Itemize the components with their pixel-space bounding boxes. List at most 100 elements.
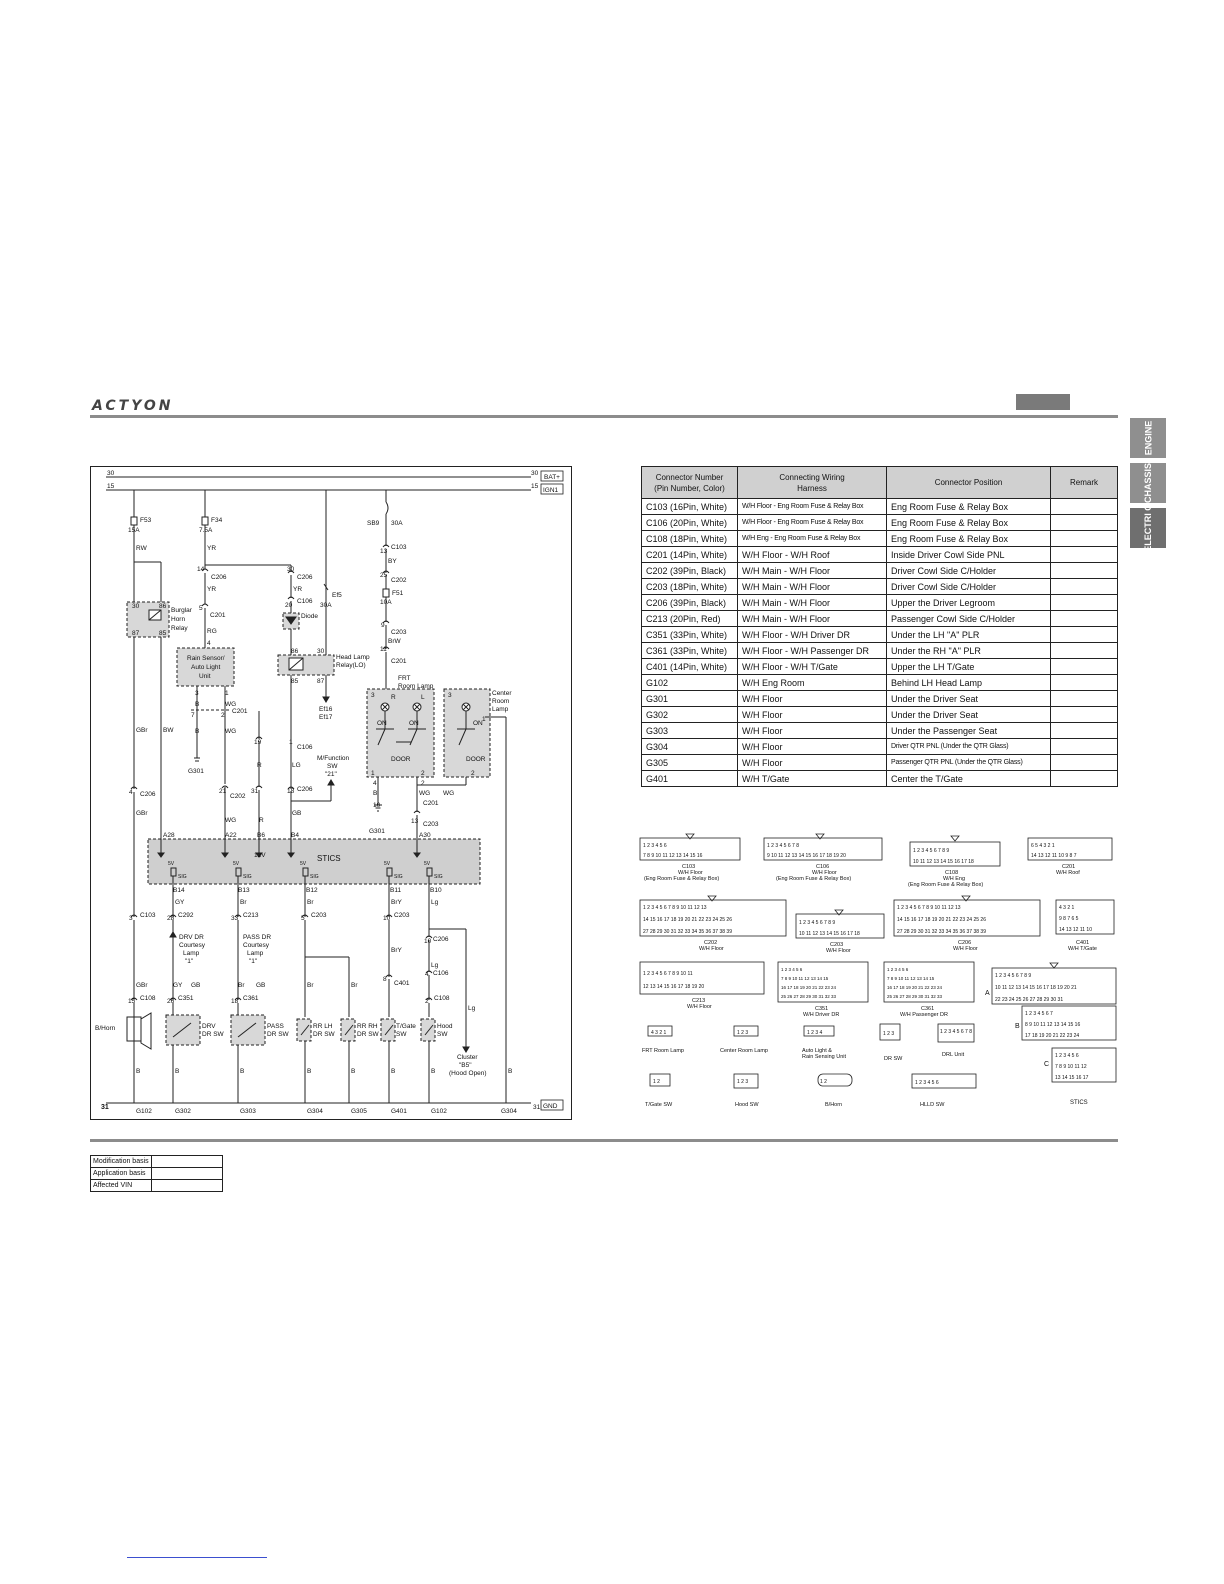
- side-tab-chassis[interactable]: CHASSIS: [1130, 463, 1166, 503]
- cell-connector: C206 (39Pin, Black): [641, 594, 738, 611]
- label: A30: [419, 832, 431, 839]
- ground-label: G303: [240, 1108, 256, 1115]
- cell-remark: [1050, 738, 1118, 755]
- label: 2: [421, 770, 425, 777]
- connector-label: W/H Floor: [826, 948, 851, 954]
- label: Room Lamp: [398, 683, 434, 690]
- label: YR: [207, 545, 216, 552]
- cell-harness: W/H T/Gate: [737, 770, 887, 787]
- label: SIG: [243, 874, 252, 880]
- label: L: [421, 694, 425, 701]
- connector-label: (Eng Room Fuse & Relay Box): [908, 882, 983, 888]
- pin-row: 1 2 3 4 5 6 7 8 9: [799, 920, 835, 926]
- pin-row: 4 3 2 1: [1059, 905, 1075, 911]
- header-rule: [90, 415, 1118, 418]
- pin-row: 1 2 3 4 5 6 7 8: [767, 843, 799, 849]
- label: C106: [433, 970, 449, 977]
- bus-15-wire: 15: [107, 483, 115, 490]
- connector-label: W/H Eng: [943, 876, 965, 882]
- footer-rule: [90, 1139, 1118, 1142]
- pin-row: 4 3 2 1: [651, 1030, 667, 1036]
- label: C206: [140, 791, 156, 798]
- label: C361: [243, 995, 259, 1002]
- label: 12V: [254, 852, 266, 859]
- label: B12: [306, 887, 318, 894]
- cell-connector: G301: [641, 690, 738, 707]
- pin-row: 1 2 3 4 5 6: [781, 967, 803, 972]
- label: (Hood Open): [449, 1070, 487, 1077]
- side-tab-electric[interactable]: ELECTRI C: [1130, 504, 1166, 552]
- bus-31-wire-right: 31: [533, 1104, 541, 1111]
- label: Relay: [171, 625, 188, 632]
- ground-label: G304: [307, 1108, 323, 1115]
- label: DOOR: [466, 756, 486, 763]
- label: C203: [394, 912, 410, 919]
- label: C103: [391, 544, 407, 551]
- label: GBr: [136, 810, 148, 817]
- label: 2: [471, 770, 475, 777]
- label: ON: [473, 720, 483, 727]
- label: 19: [254, 739, 262, 746]
- small-connector-name: B/Horn: [825, 1102, 842, 1108]
- footer-link-underline[interactable]: [127, 1557, 267, 1558]
- pin-row: 14 15 16 17 18 19 20 21 22 23 24 25 26: [897, 917, 986, 923]
- cell-remark: [1050, 722, 1118, 739]
- pin-row: 1 2 3 4 5 6: [643, 843, 667, 849]
- label: SIG: [394, 874, 403, 880]
- label: 18: [231, 998, 239, 1005]
- connector-label: W/H Floor: [953, 946, 978, 952]
- label: 86: [159, 603, 167, 610]
- label: WG: [225, 728, 236, 735]
- cell-connector: G303: [641, 722, 738, 739]
- label: RG: [207, 628, 217, 635]
- cell-harness: W/H Main - W/H Floor: [737, 562, 887, 579]
- label: 5: [199, 605, 203, 612]
- label: Lamp: [183, 950, 200, 957]
- label: C106: [297, 598, 313, 605]
- small-connector-name: Center Room Lamp: [720, 1048, 768, 1054]
- label: C201: [210, 612, 226, 619]
- label: 15: [128, 998, 136, 1005]
- label: C201: [423, 800, 439, 807]
- label: FRT: [398, 675, 411, 682]
- label: Lamp: [492, 706, 509, 713]
- bus-30-wire-right: 30: [531, 470, 539, 477]
- label: Lg: [431, 899, 439, 906]
- label: F51: [392, 590, 404, 597]
- label: BrW: [388, 638, 402, 645]
- label: YR: [293, 586, 302, 593]
- label: 85: [159, 630, 167, 637]
- label: 10: [373, 802, 381, 809]
- pin-row: 7 8 9 10 11 12 13 14 15: [887, 976, 935, 981]
- cell-position: Upper the LH T/Gate: [886, 658, 1051, 675]
- label: Courtesy: [179, 942, 206, 949]
- cell-harness: W/H Floor - W/H Roof: [737, 546, 887, 563]
- side-tab-engine[interactable]: ENGINE: [1130, 418, 1166, 458]
- label: SW: [437, 1031, 448, 1038]
- pin-row: 14 13 12 11 10: [1059, 927, 1092, 933]
- label: 30A: [391, 520, 403, 527]
- bus-31-wire: 31: [101, 1104, 109, 1111]
- label: WG: [225, 817, 236, 824]
- connector-label: C206: [958, 940, 971, 946]
- label: PASS: [267, 1023, 285, 1030]
- cell-remark: [1050, 610, 1118, 627]
- label: 1: [289, 739, 293, 746]
- label: 5V: [384, 861, 391, 867]
- cell-remark: [1050, 578, 1118, 595]
- label: Burglar: [171, 607, 193, 614]
- cell-position: Driver Cowl Side C/Holder: [886, 578, 1051, 595]
- connector-label: W/H Floor: [687, 1004, 712, 1010]
- label: 18: [287, 788, 295, 795]
- label: B11: [390, 887, 401, 894]
- cell-harness: W/H Floor - Eng Room Fuse & Relay Box: [737, 514, 887, 531]
- label: 10: [424, 938, 432, 945]
- mod-label: Affected VIN: [90, 1179, 152, 1192]
- label: Center: [492, 690, 512, 697]
- label: B6: [257, 832, 265, 839]
- label: B: [373, 790, 377, 797]
- stics-block-label: B: [1015, 1023, 1020, 1030]
- label: B: [195, 728, 199, 735]
